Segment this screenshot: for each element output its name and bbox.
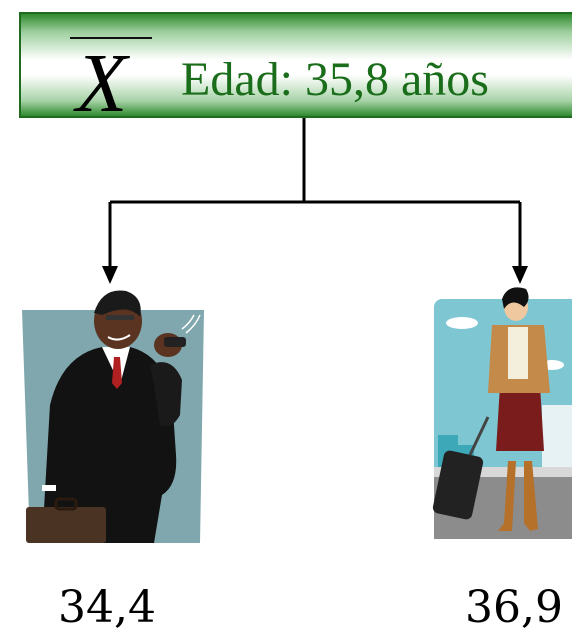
- right-arrowhead: [512, 266, 528, 284]
- mean-age-header: X Edad: 35,8 años: [19, 12, 572, 126]
- businessman-illustration: [22, 290, 204, 543]
- x-bar-symbol: X: [66, 34, 156, 130]
- businesswoman-traveler-illustration: [432, 287, 572, 539]
- mean-age-label: Edad: 35,8 años: [181, 53, 489, 106]
- overline: [70, 37, 152, 39]
- right-group-average: 36,9: [465, 582, 563, 633]
- x-letter: X: [76, 37, 128, 130]
- left-arrowhead: [102, 266, 118, 284]
- left-group-average: 34,4: [58, 582, 156, 633]
